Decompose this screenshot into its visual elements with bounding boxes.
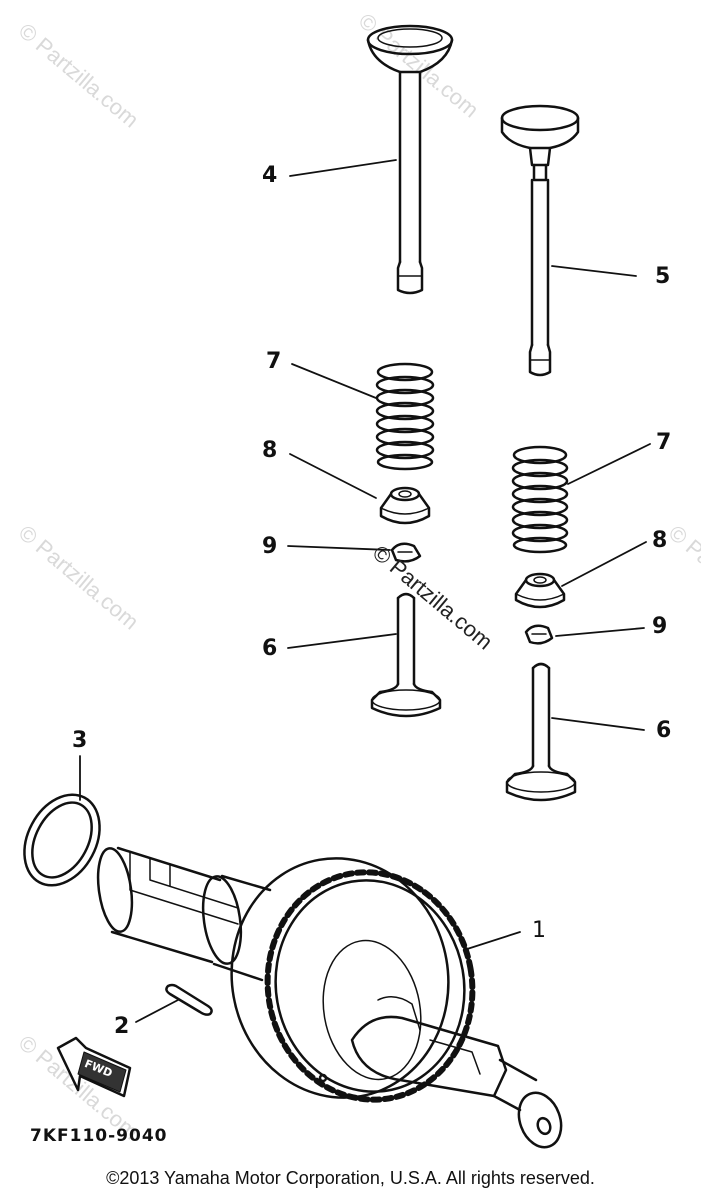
part-2-pin bbox=[165, 983, 213, 1016]
label-part-5: 5 bbox=[655, 264, 671, 289]
label-part-8-left: 8 bbox=[262, 438, 278, 463]
label-part-9-left: 9 bbox=[262, 534, 278, 559]
fwd-arrow bbox=[56, 1036, 132, 1098]
diagram-code: 7KF110-9040 bbox=[30, 1126, 168, 1146]
label-part-1: 1 bbox=[532, 918, 546, 943]
label-part-8-right: 8 bbox=[652, 528, 668, 553]
label-part-2: 2 bbox=[114, 1014, 130, 1039]
label-part-9-right: 9 bbox=[652, 614, 668, 639]
part-4-valve bbox=[366, 24, 454, 295]
label-part-3: 3 bbox=[72, 728, 88, 753]
label-part-6-left: 6 bbox=[262, 636, 278, 661]
part-5-valve bbox=[500, 104, 580, 377]
part-3-o-ring bbox=[23, 793, 101, 887]
label-part-7-right: 7 bbox=[656, 430, 672, 455]
label-part-4: 4 bbox=[262, 163, 278, 188]
part-9-cotter-left bbox=[390, 542, 422, 563]
copyright-footer: ©2013 Yamaha Motor Corporation, U.S.A. A… bbox=[106, 1168, 595, 1188]
label-part-7-left: 7 bbox=[266, 349, 282, 374]
part-6-valve-left bbox=[370, 592, 442, 718]
part-8-retainer-right bbox=[514, 572, 566, 609]
label-part-6-right: 6 bbox=[656, 718, 672, 743]
leader-lines bbox=[79, 159, 651, 1023]
part-6-valve-right bbox=[505, 662, 577, 802]
part-8-retainer-left bbox=[379, 486, 431, 525]
part-9-cotter-right bbox=[524, 624, 554, 645]
parts-diagram bbox=[23, 24, 651, 1149]
part-1-camshaft bbox=[96, 846, 563, 1149]
part-7-spring-left bbox=[375, 362, 435, 471]
part-7-spring-right bbox=[511, 445, 569, 554]
